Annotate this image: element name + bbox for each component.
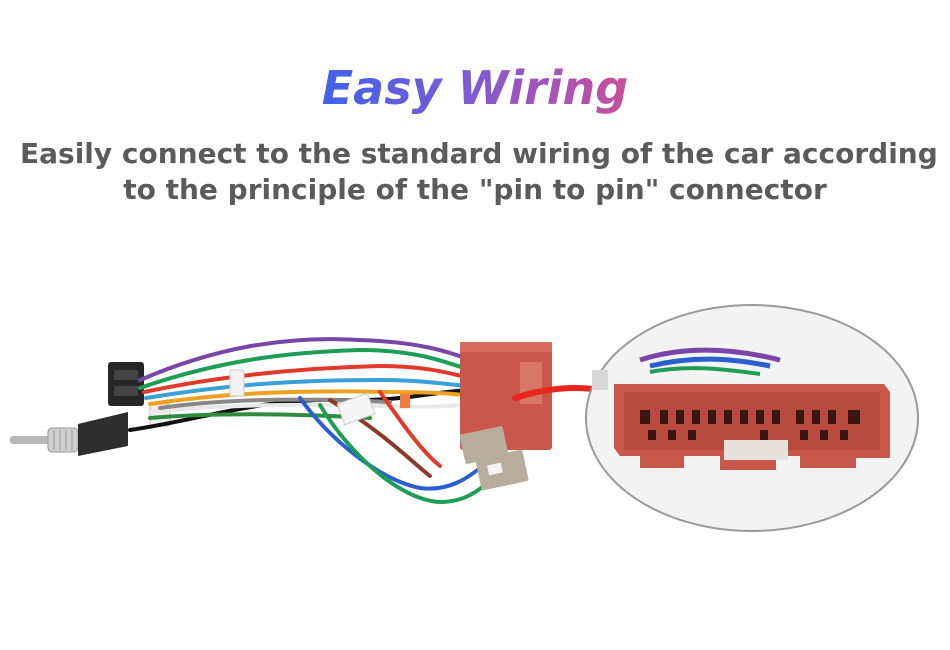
tan-connector-2	[475, 449, 529, 491]
wire-bundle	[128, 337, 492, 505]
page-subtitle: Easily connect to the standard wiring of…	[20, 136, 938, 208]
connector-closeup	[585, 304, 919, 532]
title-text: Easy Wiring	[321, 61, 629, 115]
page-title: Easy Wiring	[0, 58, 950, 118]
wiring-harness	[10, 337, 552, 505]
subtitle-line-2: to the principle of the "pin to pin" con…	[123, 173, 827, 206]
product-photo	[10, 304, 919, 532]
tan-connector-1	[459, 426, 509, 464]
subtitle-line-1: Easily connect to the standard wiring of…	[20, 137, 938, 170]
antenna-plug	[10, 412, 128, 456]
black-connector	[108, 362, 144, 406]
